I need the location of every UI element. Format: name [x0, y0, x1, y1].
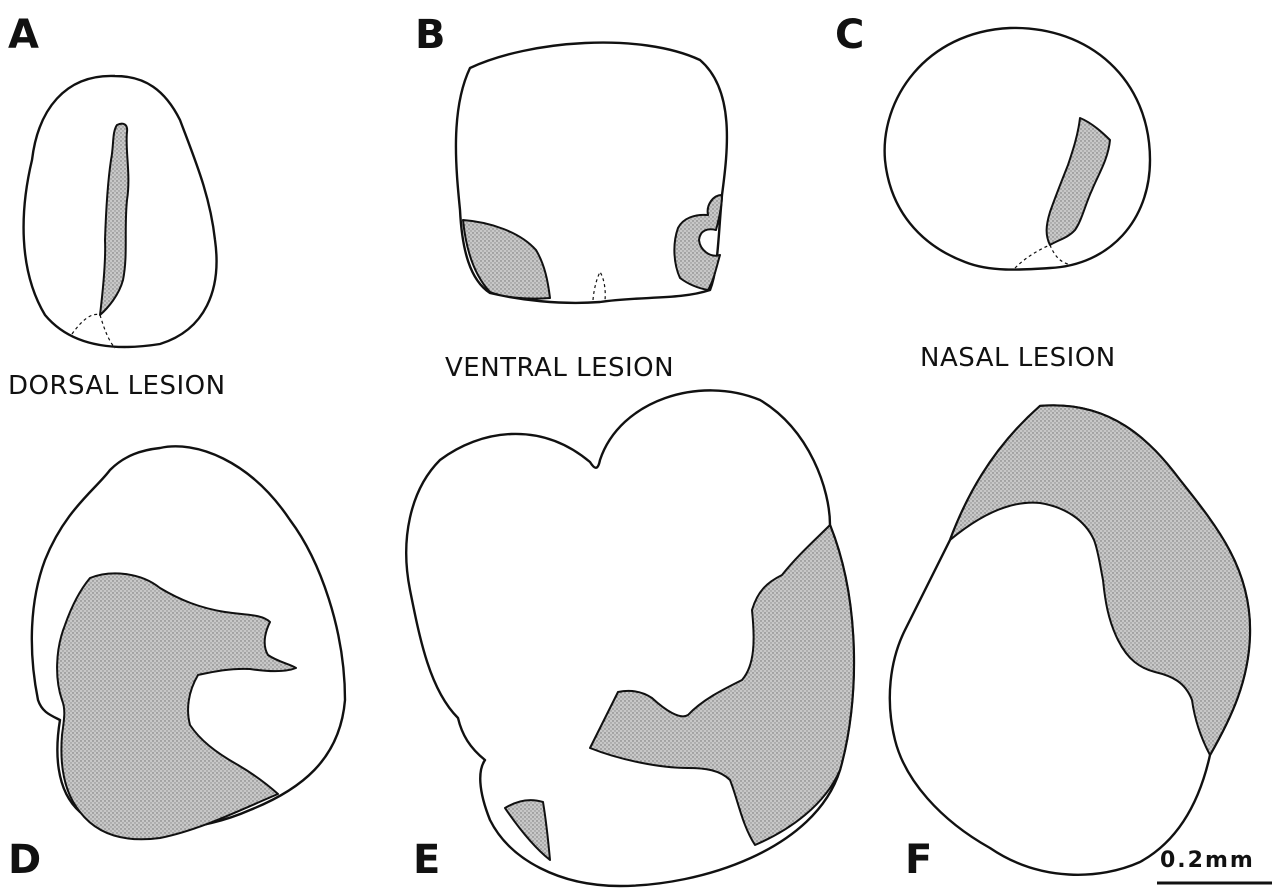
- panel-a-letter: A: [8, 12, 39, 58]
- scale-bar: 0.2mm: [1157, 848, 1272, 883]
- caption-nasal-lesion: NASAL LESION: [920, 343, 1116, 373]
- panel-f-letter: F: [905, 837, 932, 883]
- panel-d-letter: D: [8, 837, 41, 883]
- panel-e: E: [406, 390, 854, 886]
- panel-a: A: [8, 12, 217, 348]
- caption-ventral-lesion: VENTRAL LESION: [445, 353, 674, 383]
- panel-f: F: [890, 405, 1250, 883]
- panel-d: D: [8, 446, 345, 883]
- scale-bar-label: 0.2mm: [1160, 848, 1255, 873]
- panel-c: C: [835, 12, 1150, 270]
- panel-e-letter: E: [413, 837, 440, 883]
- caption-dorsal-lesion: DORSAL LESION: [8, 371, 226, 401]
- panel-c-letter: C: [835, 12, 864, 58]
- panel-b: B: [415, 12, 727, 303]
- panel-c-outline: [885, 28, 1150, 270]
- panel-b-letter: B: [415, 12, 446, 58]
